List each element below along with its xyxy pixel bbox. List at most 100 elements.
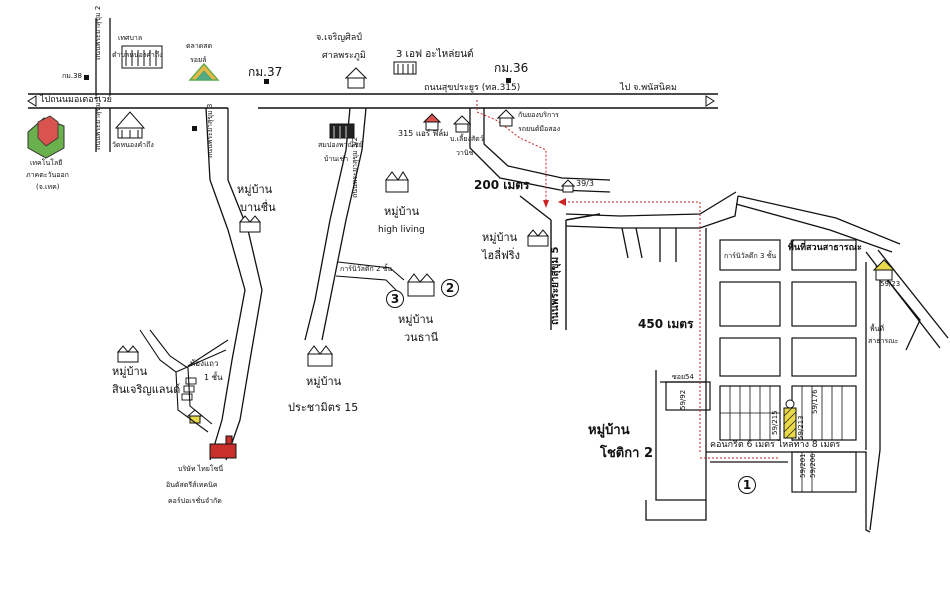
label-baan-sip-sub: วานิช — [456, 149, 474, 157]
road-chotika-access — [565, 191, 949, 351]
municipal-building-icon — [121, 45, 163, 69]
label-rowhouse-sub: 1 ชั้น — [204, 373, 223, 382]
arrow-right-icon — [705, 95, 715, 107]
highlighted-plot-hatch — [783, 407, 797, 439]
label-h59215: 59/215 — [771, 410, 779, 435]
label-tech-park-sub: ภาคตะวันออก — [26, 171, 69, 179]
route-line — [476, 100, 778, 459]
village-icon-hifriend — [526, 229, 550, 247]
label-h59201: 59/201 — [799, 453, 807, 478]
pin-2-number: 2 — [445, 281, 455, 295]
label-road-soi5: ถนนพระยาสุขุม 5 — [550, 246, 561, 325]
label-km36: กม.36 — [494, 61, 529, 75]
location-pin-1: 1 — [738, 476, 756, 494]
shrine-house-icon — [344, 67, 368, 89]
temple-icon — [114, 111, 146, 139]
label-tech-park-sub2: (จ.เทค) — [36, 183, 60, 191]
label-shop315: 315 แอร์ ฟิล์ม — [398, 129, 449, 138]
label-h5992: 59/92 — [679, 389, 687, 410]
label-vill-wanthani: หมู่บ้าน — [398, 313, 434, 326]
road-branch-wanthani — [335, 261, 405, 293]
location-pin-2: 2 — [441, 279, 459, 297]
estate-lots — [720, 386, 843, 492]
label-h59176: 59/176 — [811, 389, 819, 414]
label-vill-sinchroen-sub: สินเจริญแลนด์ — [112, 383, 181, 396]
label-vill-chuen-sub: บานชื่น — [240, 201, 276, 214]
label-vill-chotika-sub: โชติกา 2 — [600, 446, 653, 461]
small-marker-icon — [192, 126, 197, 131]
label-road-sukhum: ถนนสุขประยูร (ทล.315) — [424, 83, 521, 93]
label-dist450: 450 เมตร — [638, 317, 694, 331]
pin-1-number: 1 — [742, 478, 752, 492]
label-km38: กม.38 — [62, 72, 82, 80]
label-h59206: 59/206 — [809, 453, 817, 478]
arrow-left-icon — [27, 95, 37, 107]
label-market: ตลาดสด — [186, 42, 213, 50]
label-factory: บริษัท ไทยโซนี่ — [178, 465, 224, 473]
house-baan-sip-icon — [452, 115, 472, 133]
label-h59213: 59/213 — [797, 415, 805, 440]
label-road-soi32: ถนนพระยาสุขุม 3/2 — [351, 136, 359, 198]
label-road-soi3: ถนนพระยาสุขุม 3 — [206, 103, 214, 158]
market2-icon — [329, 123, 355, 139]
km37-marker — [264, 79, 269, 84]
label-km37: กม.37 — [248, 65, 283, 79]
label-shop3: 3 เอฟ อะไหล่ยนต์ — [396, 49, 474, 60]
label-municipal-sub: ตำบลหนองคำถึง — [112, 51, 163, 59]
label-vill-pracha: หมู่บ้าน — [306, 375, 342, 388]
label-jchoen: จ.เจริญศิลป์ — [316, 33, 362, 43]
house-garage-icon — [496, 109, 516, 127]
road-to-soi5 — [469, 108, 611, 193]
label-market-sub: รอยล์ — [190, 56, 207, 64]
house-393-icon — [560, 179, 576, 193]
label-tech-park: เทคโนโลยี — [30, 159, 63, 167]
label-garage: กันยองบริการ — [518, 111, 559, 119]
label-baan-sip: บ.เลี้ยงสัตว์ — [450, 135, 484, 143]
road-sinchroen — [139, 329, 229, 433]
label-municipal: เทศบาล — [118, 34, 143, 42]
label-to-motorway: ไปถนนมอเตอร์เวย์ — [40, 95, 112, 105]
market-icon — [188, 62, 220, 81]
village-icon-chuen — [238, 215, 262, 233]
label-vill-chuen: หมู่บ้าน — [237, 183, 273, 196]
label-vill-high-sub: high living — [378, 225, 425, 235]
village-icon-high — [385, 171, 409, 193]
label-public-area: พื้นที่สวนสาธารณะ — [788, 243, 862, 253]
route-arrow-left — [558, 198, 566, 206]
tech-park-icon — [27, 115, 65, 159]
village-icon-wanthani — [407, 273, 436, 297]
label-carnival2: การ์นิวัลตึก 3 ชั้น — [724, 252, 777, 260]
estate-blocks — [665, 239, 857, 493]
road-soi3 — [205, 107, 263, 461]
location-pin-3: 3 — [386, 290, 404, 308]
label-dist200: 200 เมตร — [474, 178, 530, 192]
km36-marker — [506, 78, 511, 83]
label-market2: สมปองพาณิชย์ — [318, 141, 363, 149]
label-soi54: ซอย54 — [672, 373, 694, 381]
village-icon-sinchroen — [116, 345, 140, 363]
label-to-phanat: ไป จ.พนัสนิคม — [620, 83, 677, 93]
label-rowhouse: ห้องแถว — [190, 359, 219, 368]
label-carnival: การ์นิวัลตึก 2 ชั้น — [340, 265, 393, 273]
house-5923-icon — [872, 259, 896, 281]
village-icon-pracha — [307, 345, 333, 367]
label-vill-chotika: หมู่บ้าน — [588, 423, 630, 438]
label-jchoen-sub: ศาลพระภูมิ — [322, 51, 366, 61]
label-house5923: 59/23 — [880, 280, 901, 288]
label-market2-sub: บ้านเช่า — [324, 155, 349, 163]
road-soi1 — [95, 108, 111, 152]
label-public-sub1: พื้นที่ — [870, 325, 885, 333]
factory-icon — [209, 435, 237, 459]
route-arrow-down — [543, 200, 549, 208]
highway-315 — [28, 93, 718, 109]
highlighted-plot-marker — [785, 399, 795, 409]
label-vill-pracha-sub: ประชามิตร 15 — [288, 401, 359, 414]
label-garage-sub: รถยนต์มือสอง — [518, 125, 561, 133]
small-house-icon — [186, 409, 204, 424]
label-road-soi1: ถนนพระยาสุขุม 1 — [94, 95, 102, 150]
pin-3-number: 3 — [390, 292, 400, 306]
label-vill-hifriend-sub: ไฮลี่ฟริ่ง — [482, 249, 521, 262]
road-soi2 — [95, 18, 111, 94]
label-vill-wanthani-sub: วนธานี — [404, 331, 439, 344]
